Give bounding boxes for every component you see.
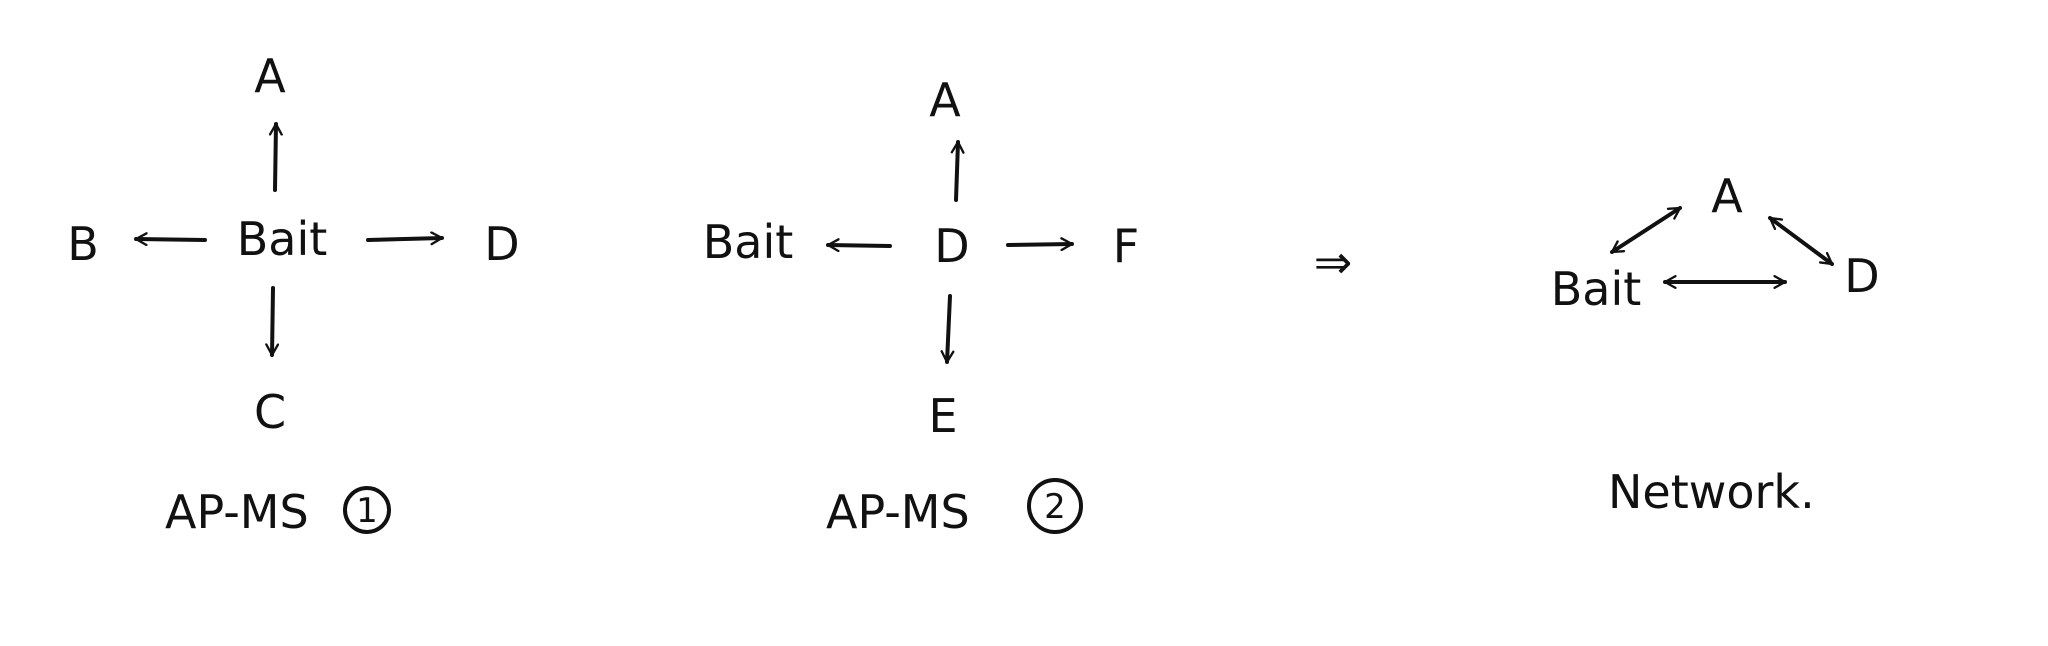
edge-bait-a <box>1610 206 1682 254</box>
node-a: A <box>929 73 961 127</box>
arrow-d-to-a <box>950 140 965 202</box>
node-bait: Bait <box>703 215 794 269</box>
number-circle-1 <box>343 486 391 534</box>
node-bait: Bait <box>237 212 328 266</box>
apms-diagram-2: A Bait D F E AP-MS 2 <box>703 73 1140 539</box>
implies-symbol: ⇒ <box>1314 235 1353 289</box>
number-circle-2 <box>1027 478 1083 534</box>
arrow-bait-to-c <box>265 286 280 357</box>
number-2: 2 <box>1044 487 1066 527</box>
caption-apms-2: AP-MS <box>826 485 970 539</box>
network-node-a: A <box>1711 169 1743 223</box>
node-d: D <box>484 217 519 271</box>
arrow-bait-to-d <box>366 231 444 246</box>
node-f: F <box>1113 219 1139 273</box>
arrow-d-to-bait <box>826 238 892 253</box>
caption-apms-1: AP-MS <box>165 485 309 539</box>
arrow-d-to-e <box>940 294 955 364</box>
network-diagram: A Bait D Network. <box>1551 169 1880 519</box>
node-c: C <box>254 385 286 439</box>
apms-diagram-1: A B Bait D C AP-MS 1 <box>67 49 519 539</box>
number-1: 1 <box>356 491 378 531</box>
caption-network: Network. <box>1608 465 1815 519</box>
edge-a-d <box>1768 216 1834 266</box>
node-a: A <box>254 49 286 103</box>
arrow-bait-to-b <box>134 232 207 247</box>
arrow-d-to-f <box>1006 237 1074 252</box>
network-node-bait: Bait <box>1551 262 1642 316</box>
arrow-bait-to-a <box>268 122 283 192</box>
node-d: D <box>934 219 969 273</box>
network-node-d: D <box>1844 249 1879 303</box>
node-b: B <box>67 217 99 271</box>
node-e: E <box>928 389 957 443</box>
